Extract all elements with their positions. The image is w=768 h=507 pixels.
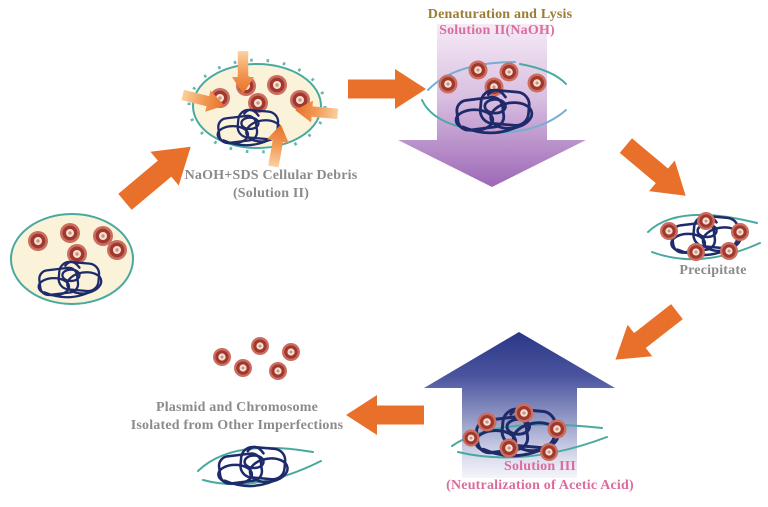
plasmid-icon	[660, 222, 678, 240]
label-denaturation-line2: Solution II(NaOH)	[439, 23, 555, 38]
label-isolated-line2: Isolated from Other Imperfections	[131, 418, 344, 433]
membrane-fragment	[651, 242, 761, 261]
plasmid-icon	[107, 240, 127, 260]
plasmid-icon	[269, 362, 287, 380]
plasmid-group	[213, 337, 300, 380]
label-solution3-line2: (Neutralization of Acetic Acid)	[446, 478, 634, 493]
plasmid-icon	[687, 243, 705, 261]
membrane-fragment	[427, 61, 516, 91]
membrane-fragment	[457, 436, 608, 459]
arrow-step5	[346, 395, 424, 435]
arrow-step4	[603, 295, 690, 376]
label-solution3-line1: Solution III	[504, 459, 576, 474]
plasmid-icon	[60, 223, 80, 243]
plasmid-icon	[282, 343, 300, 361]
plasmid-icon	[477, 412, 497, 432]
label-debris-line2: (Solution II)	[233, 186, 309, 201]
plasmid-icon	[547, 419, 567, 439]
plasmid-icon	[251, 337, 269, 355]
plasmid-icon	[499, 438, 519, 458]
plasmid-icon	[28, 231, 48, 251]
plasmid-icon	[731, 223, 749, 241]
label-denaturation-line1: Denaturation and Lysis	[428, 7, 573, 22]
intact-cell	[10, 213, 134, 305]
plasmid-icon	[499, 62, 519, 82]
plasmid-icon	[213, 348, 231, 366]
plasmid-icon	[514, 403, 534, 423]
chromosome-icon	[216, 444, 291, 488]
plasmid-icon	[697, 212, 715, 230]
membrane-fragment	[519, 63, 567, 85]
plasmid-icon	[267, 75, 287, 95]
neutralized-cluster	[451, 403, 608, 461]
plasmid-icon	[527, 73, 547, 93]
arrow-step2	[348, 69, 426, 109]
plasmid-icon	[462, 429, 480, 447]
membrane-fragment	[647, 213, 758, 233]
lysed-cell	[421, 60, 567, 135]
plasmid-icon	[438, 74, 458, 94]
lysing-cell	[180, 51, 339, 169]
plasmid-icon	[720, 242, 738, 260]
label-precipitate: Precipitate	[679, 263, 746, 278]
plasmid-icon	[234, 359, 252, 377]
label-isolated-line1: Plasmid and Chromosome	[156, 400, 318, 415]
membrane-fragment	[202, 460, 322, 486]
isolated-chromosome	[197, 444, 322, 488]
plasmid-icon	[468, 60, 488, 80]
membrane-ticks	[187, 58, 327, 154]
precipitate-cluster	[647, 212, 761, 261]
label-debris-line1: NaOH+SDS Cellular Debris	[185, 168, 358, 183]
lysis-arrow-down	[398, 24, 586, 187]
arrow-step3	[613, 130, 699, 212]
